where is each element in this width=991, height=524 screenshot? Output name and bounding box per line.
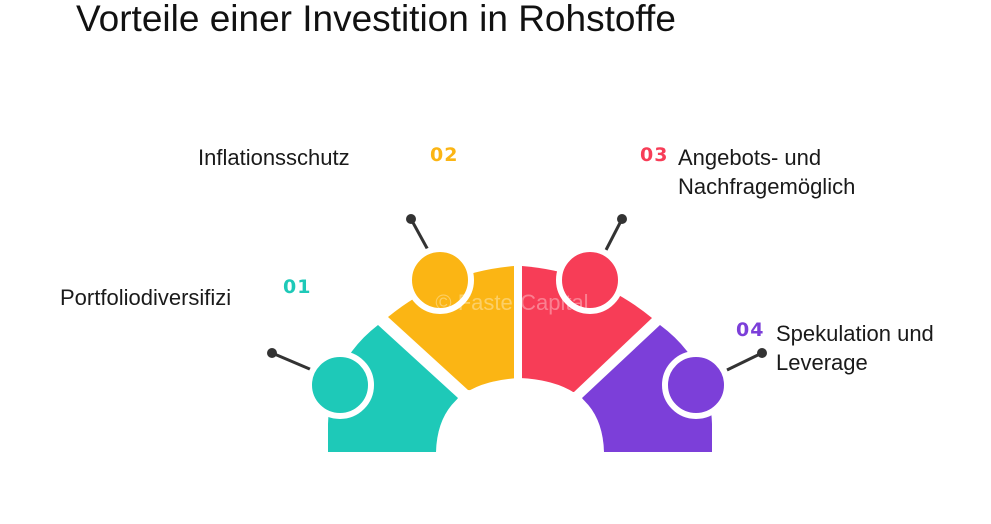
segment-01	[328, 325, 458, 452]
label-04-line-2: Leverage	[776, 350, 868, 375]
knob-03	[556, 246, 624, 314]
connector-02	[409, 218, 430, 251]
knob-02	[406, 246, 474, 314]
label-04-line-1: Spekulation und	[776, 321, 934, 346]
connector-dot-02	[406, 214, 416, 224]
knob-01	[306, 351, 374, 419]
label-02: Inflationsschutz	[198, 143, 350, 172]
segment-03	[522, 266, 652, 392]
label-03-line-1: Angebots- und	[678, 145, 822, 170]
connector-01	[271, 351, 313, 372]
label-03-line-2: Nachfragemöglich	[678, 174, 856, 199]
connector-dot-04	[757, 348, 767, 358]
label-01: Portfoliodiversifizi	[60, 283, 260, 312]
label-02-line-1: Inflationsschutz	[198, 145, 350, 170]
knob-04	[662, 351, 730, 419]
number-04: 04	[736, 319, 765, 341]
number-02: 02	[430, 144, 459, 166]
number-01: 01	[283, 276, 312, 298]
label-03: Angebots- und Nachfragemöglich	[678, 143, 876, 201]
connector-03	[604, 218, 624, 251]
connector-04	[726, 351, 763, 372]
number-03: 03	[640, 144, 669, 166]
connector-dot-03	[617, 214, 627, 224]
label-04: Spekulation und Leverage	[776, 319, 934, 377]
label-01-line-1: Portfoliodiversifizi	[60, 285, 232, 310]
center-hole	[436, 378, 604, 452]
watermark: © FasterCapital	[435, 290, 588, 315]
diagram-title: Vorteile einer Investition in Rohstoffe	[76, 0, 676, 39]
connector-dot-01	[267, 348, 277, 358]
